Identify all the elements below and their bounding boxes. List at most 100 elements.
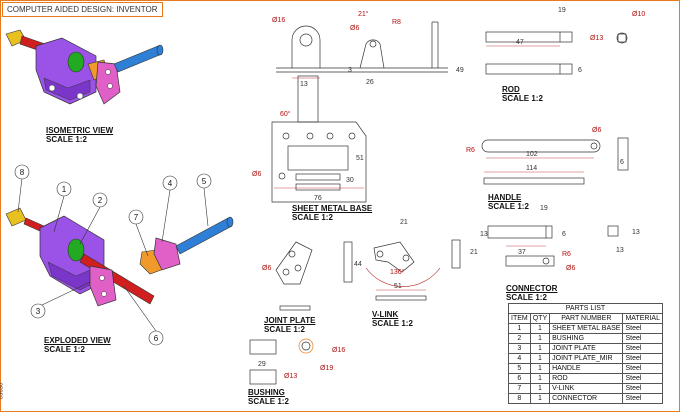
dim-base-76: 76: [314, 195, 322, 202]
col-material: MATERIAL: [622, 313, 663, 324]
rod-name: ROD: [502, 85, 520, 94]
dim-base-60: 60°: [280, 110, 291, 118]
balloon-3-text: 3: [36, 307, 41, 316]
dim-vl-44: 44: [354, 261, 362, 268]
dim-base-top-49: 49: [456, 67, 464, 74]
connector-scale: SCALE 1:2: [506, 293, 547, 302]
handle-drawing: [481, 137, 629, 185]
balloon-8-text: 8: [20, 168, 25, 177]
dim-handle-114: 114: [526, 165, 537, 172]
balloon-2-text: 2: [98, 196, 103, 205]
cell-part: JOINT PLATE: [549, 343, 624, 354]
col-part-number: PART NUMBER: [549, 313, 624, 324]
dim-con-37: 37: [518, 249, 526, 256]
rod-drawing: [485, 31, 628, 75]
balloon-8: [14, 164, 30, 180]
dim-rod-19: 19: [558, 7, 566, 14]
dim-con-13: 13: [480, 231, 488, 238]
cell-material: Steel: [622, 393, 663, 404]
isometric-view-scale: SCALE 1:2: [46, 135, 87, 144]
balloon-7: [128, 209, 144, 225]
parts-list-table: PARTS LIST ITEM QTY PART NUMBER MATERIAL…: [508, 303, 663, 404]
connector-label: CONNECTOR SCALE 1:2: [506, 284, 557, 302]
bushing-scale: SCALE 1:2: [248, 397, 289, 406]
handle-label: HANDLE SCALE 1:2: [488, 193, 529, 211]
cell-qty: 1: [529, 363, 551, 374]
cell-material: Steel: [622, 333, 663, 344]
cell-part: ROD: [549, 373, 624, 384]
dim-con-6: 6: [562, 231, 566, 238]
cell-qty: 1: [529, 343, 551, 354]
dim-con-19: 19: [540, 205, 548, 212]
dim-vl-136: 136°: [390, 268, 405, 276]
dim-vl-21b: 21: [470, 249, 478, 256]
v-link-label: V-LINK SCALE 1:2: [372, 310, 413, 328]
joint-plate-scale: SCALE 1:2: [264, 325, 305, 334]
isometric-view-name: ISOMETRIC VIEW: [46, 126, 114, 135]
sheet-metal-base-name: SHEET METAL BASE: [292, 204, 373, 213]
cell-material: Steel: [622, 343, 663, 354]
exploded-view-name: EXPLODED VIEW: [44, 336, 111, 345]
handle-scale: SCALE 1:2: [488, 202, 529, 211]
dim-rod-47: 47: [516, 39, 524, 46]
drawing-code: 03630: [0, 382, 5, 400]
balloons: [14, 164, 212, 346]
dim-bush-29: 29: [258, 361, 266, 368]
joint-plate-label: JOINT PLATE SCALE 1:2: [264, 316, 315, 334]
balloon-5: [196, 173, 212, 189]
balloon-2: [92, 192, 108, 208]
dim-handle-r6: R6: [466, 147, 475, 154]
dim-con-r6: R6: [562, 251, 571, 258]
dim-con-13b: 13: [632, 229, 640, 236]
dim-rod-10: Ø10: [632, 11, 645, 18]
dim-handle-6b: 6: [620, 159, 624, 166]
v-link-drawing: [343, 241, 441, 301]
cell-part: JOINT PLATE_MIR: [549, 353, 624, 364]
bushing-name: BUSHING: [248, 388, 285, 397]
connector-name: CONNECTOR: [506, 284, 558, 293]
v-link-name: V-LINK: [372, 310, 399, 319]
dim-base-top-21: 21°: [358, 10, 369, 18]
dim-base-top-6: Ø6: [350, 25, 359, 32]
bushing-drawing: [249, 338, 314, 385]
dim-handle-102: 102: [526, 151, 538, 158]
balloon-1-text: 1: [62, 185, 67, 194]
parts-list-title: PARTS LIST: [508, 303, 663, 314]
cell-material: Steel: [622, 353, 663, 364]
cell-part: HANDLE: [549, 363, 624, 374]
dimension-lines: [274, 45, 594, 291]
cell-material: Steel: [622, 363, 663, 374]
isometric-view-label: ISOMETRIC VIEW SCALE 1:2: [46, 126, 113, 144]
cell-item: 2: [508, 333, 531, 344]
cell-qty: 1: [529, 393, 551, 404]
cell-item: 4: [508, 353, 531, 364]
cell-item: 5: [508, 363, 531, 374]
connector-drawing: [451, 225, 619, 269]
dim-con-6b: Ø6: [566, 265, 575, 272]
dim-base-51: 51: [356, 155, 364, 162]
cell-part: SHEET METAL BASE: [549, 323, 624, 334]
balloon-7-text: 7: [134, 213, 139, 222]
cell-qty: 1: [529, 373, 551, 384]
cell-qty: 1: [529, 323, 551, 334]
cell-material: Steel: [622, 383, 663, 394]
dim-base-top-3: 3: [348, 67, 352, 74]
dim-con-13c: 13: [616, 247, 624, 254]
col-qty: QTY: [529, 313, 551, 324]
cell-qty: 1: [529, 383, 551, 394]
dim-bush-19: Ø19: [320, 365, 333, 372]
sheet-metal-base-scale: SCALE 1:2: [292, 213, 333, 222]
cell-part: V-LINK: [549, 383, 624, 394]
cell-qty: 1: [529, 333, 551, 344]
exploded-assembly: [5, 207, 234, 307]
